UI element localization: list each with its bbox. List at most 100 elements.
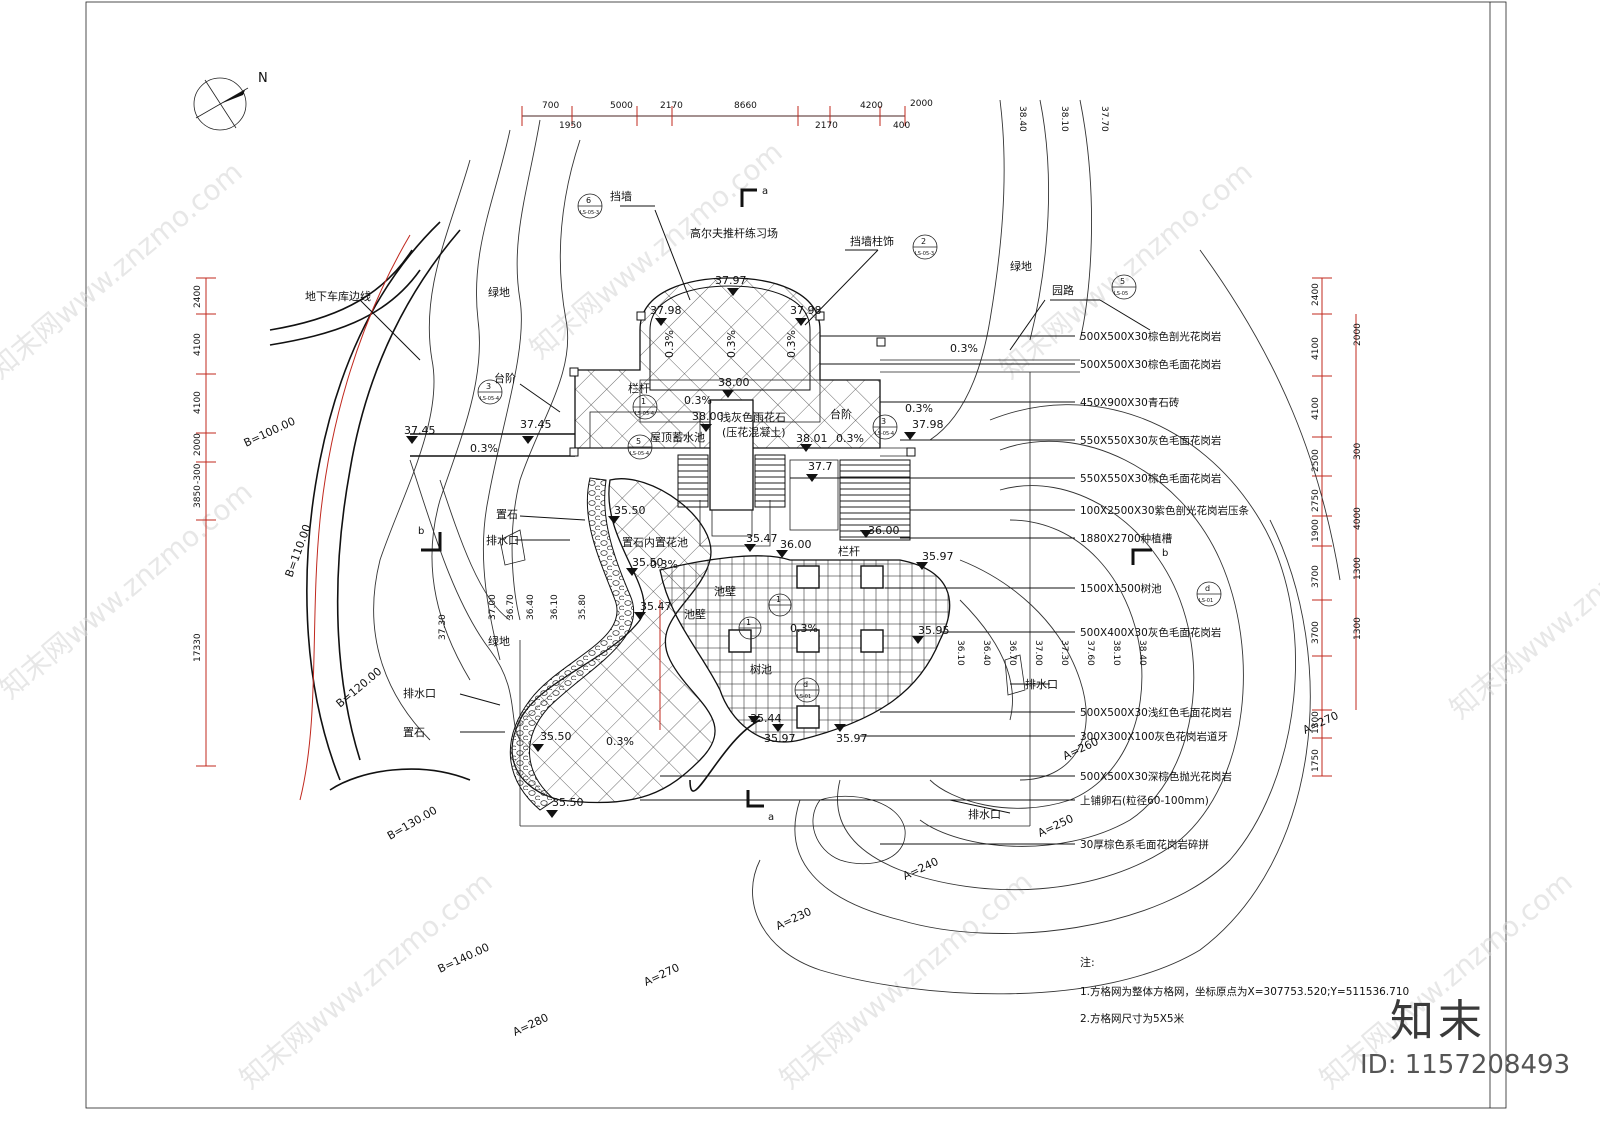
grid-a-250: A=250 — [1036, 812, 1076, 840]
garage-boundary — [269, 221, 471, 801]
svg-text:LS-05-4: LS-05-4 — [630, 451, 649, 457]
svg-text:35.50: 35.50 — [632, 556, 664, 569]
dim-right-9: 1750 — [1311, 749, 1321, 772]
grid-a-240: A=240 — [901, 855, 941, 883]
elev-marker-5: 38.00 — [692, 410, 724, 432]
svg-text:36.10: 36.10 — [955, 640, 965, 666]
svg-text:3: 3 — [881, 417, 886, 426]
dim-right-8: 1300 — [1311, 711, 1321, 734]
elev-marker-9: 37.98 — [904, 418, 944, 440]
contour-labels: 38.40 38.10 37.70 37.30 37.00 36.70 36.4… — [438, 106, 1147, 666]
svg-text:36.00: 36.00 — [780, 538, 812, 551]
svg-text:35.80: 35.80 — [578, 594, 588, 620]
detail-ref-d-treepit: dLS-01 — [794, 677, 820, 703]
terrain-contours — [373, 99, 1341, 995]
elev-marker-8: 37.45 — [520, 418, 552, 444]
dim-right-0: 2400 — [1311, 283, 1321, 306]
dim-top-2: 5000 — [610, 101, 633, 111]
svg-text:35.50: 35.50 — [552, 796, 584, 809]
grid-a-270-bottom: A=270 — [642, 961, 682, 989]
svg-text:37.30: 37.30 — [1059, 640, 1069, 666]
label-tree-pit: 树池 — [750, 662, 772, 676]
label-roof-pool: 屋顶蓄水池 — [650, 431, 705, 444]
section-b-left: b — [418, 526, 424, 537]
svg-text:35.50: 35.50 — [614, 504, 646, 517]
slope-3: 0.3% — [725, 330, 738, 358]
detail-ref-3-right: 3LS-05-4 — [872, 414, 898, 440]
elev-marker-6: 38.01 — [796, 432, 828, 452]
svg-text:1: 1 — [641, 397, 646, 406]
label-leaders — [359, 205, 1151, 814]
detail-ref-3-left: 3LS-05-4 — [477, 379, 503, 405]
dim-top-6: 4200 — [860, 101, 883, 111]
slope-1: 0.3% — [470, 442, 498, 455]
dim-right-2: 4100 — [1311, 397, 1321, 420]
dim-left-3: 2000 — [193, 433, 203, 456]
section-a-top: a — [762, 186, 768, 197]
drawing-frame — [85, 1, 1507, 1109]
dim-right-7: 3700 — [1311, 621, 1321, 644]
legend-item-2: 450X900X30青石砖 — [1080, 396, 1180, 409]
svg-text:38.10: 38.10 — [1059, 106, 1069, 132]
svg-text:37.98: 37.98 — [650, 304, 682, 317]
svg-text:35.97: 35.97 — [836, 732, 868, 745]
legend-item-6: 1880X2700种植槽 — [1080, 532, 1173, 545]
svg-text:1: 1 — [746, 618, 751, 627]
elev-marker-19: 35.97 — [764, 724, 796, 745]
svg-text:38.40: 38.40 — [1017, 106, 1027, 132]
label-pool-wall-1: 池壁 — [714, 584, 736, 598]
elev-marker-14: 35.50 — [626, 556, 664, 576]
label-drain-bottom: 排水口 — [968, 807, 1001, 821]
legend-item-9: 500X500X30浅红色毛面花岗岩 — [1080, 706, 1232, 719]
grid-a-230: A=230 — [774, 905, 814, 933]
dim-right-3: 2500 — [1311, 449, 1321, 472]
dim-top-7: 400 — [893, 121, 910, 131]
svg-text:LS-05-4: LS-05-4 — [480, 396, 499, 402]
svg-text:d: d — [803, 680, 808, 689]
building-roof — [677, 399, 911, 547]
section-marks: a a b b — [418, 186, 1168, 823]
elev-marker-15: 35.47 — [634, 600, 672, 620]
dim-left-5: 3850 — [193, 485, 203, 508]
legend-item-1: 500X500X30棕色毛面花岗岩 — [1080, 358, 1221, 371]
label-garage: 地下车库边线 — [305, 289, 371, 303]
grid-b-110: B=110.00 — [283, 523, 314, 579]
svg-text:LS-05-3: LS-05-3 — [915, 251, 934, 257]
label-wall-post: 挡墙柱饰 — [850, 234, 894, 248]
legend-item-10: 300X300X100灰色花岗岩道牙 — [1080, 730, 1228, 743]
elev-marker-21: 35.50 — [532, 730, 572, 752]
svg-text:38.00: 38.00 — [692, 410, 724, 423]
lower-patio — [509, 372, 1031, 827]
dim-top-3: 2170 — [660, 101, 683, 111]
notes-line-1: 1.方格网为整体方格网，坐标原点为X=307753.520;Y=511536.7… — [1080, 985, 1409, 998]
svg-text:37.98: 37.98 — [912, 418, 944, 431]
slope-7: 0.3% — [950, 342, 978, 355]
drawing-notes: 注: 1.方格网为整体方格网，坐标原点为X=307753.520;Y=51153… — [1080, 955, 1409, 1025]
north-arrow-icon: N — [193, 71, 268, 131]
svg-text:37.45: 37.45 — [520, 418, 552, 431]
dim-left-1: 4100 — [193, 333, 203, 356]
svg-text:36.10: 36.10 — [550, 594, 560, 620]
svg-text:2: 2 — [921, 237, 926, 246]
area-labels: 高尔夫推杆练习场 挡墙 挡墙柱饰 绿地 绿地 绿地 园路 地下车库边线 台阶 台… — [305, 189, 1074, 821]
svg-text:LS-01: LS-01 — [797, 694, 811, 700]
svg-text:37.98: 37.98 — [790, 304, 822, 317]
svg-text:35.97: 35.97 — [764, 732, 796, 745]
watermark-text-6: 知末网www.znzmo.com — [773, 865, 1038, 1095]
dim-left-2: 4100 — [193, 391, 203, 414]
elev-marker-22: 35.50 — [546, 796, 584, 818]
legend-item-4: 550X550X30棕色毛面花岗岩 — [1080, 472, 1221, 485]
label-steps-left: 台阶 — [494, 371, 516, 385]
svg-text:LS-05-3: LS-05-3 — [580, 210, 599, 216]
detail-ref-5-pool: 5LS-05-4 — [627, 434, 653, 460]
elev-marker-13: 36.00 — [776, 538, 812, 558]
legend-item-5: 100X2500X30紫色剖光花岗岩压条 — [1080, 504, 1250, 517]
label-garden-path: 园路 — [1052, 284, 1074, 297]
svg-text:37.70: 37.70 — [1099, 106, 1109, 132]
svg-text:37.30: 37.30 — [438, 614, 448, 640]
watermark-text-8: 知末网www.znzmo.com — [1443, 495, 1600, 725]
svg-text:1: 1 — [776, 595, 781, 604]
section-b-right: b — [1162, 548, 1168, 559]
svg-text:LS-05-4: LS-05-4 — [875, 431, 894, 437]
slope-labels: 0.3% 0.3% 0.3% 0.3% 0.3% 0.3% 0.3% 0.3% … — [470, 330, 978, 748]
